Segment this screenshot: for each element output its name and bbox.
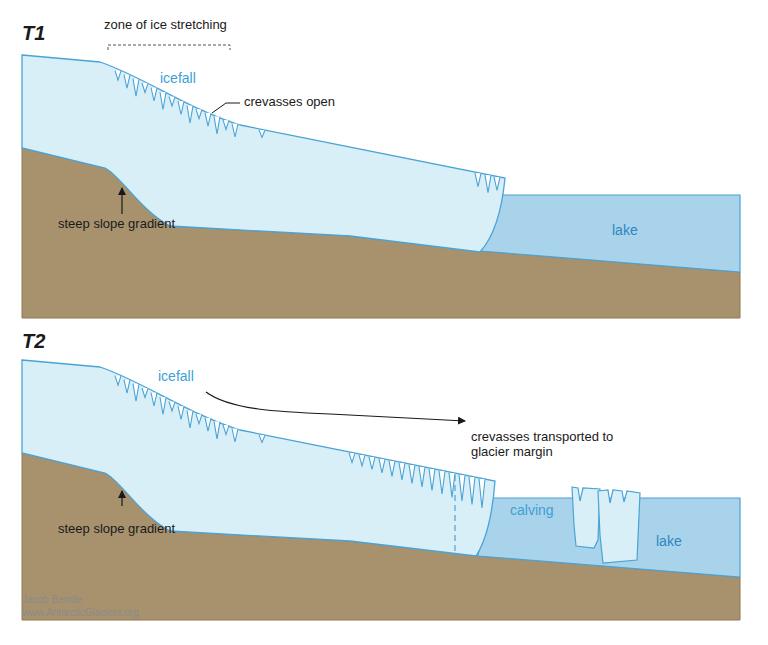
crevasse [115,376,121,386]
crevasse [349,453,355,463]
callout-label: crevasses transported to glacier margin [471,430,646,460]
panel-t1 [22,45,740,318]
crevasse [259,435,265,443]
crevasse [469,477,475,505]
crevasses [115,71,500,193]
crevasse [124,380,130,394]
crevasse [389,461,395,477]
crevasse [379,459,385,473]
crevasse [359,455,365,466]
crevasse [151,88,157,102]
crevasse [214,421,220,439]
panel-t2 [22,360,740,620]
callout-label: crevasses open [244,95,335,110]
crevasse [142,388,148,398]
crevasse [459,475,465,501]
crevasse [160,397,166,415]
leader-arrow [206,392,465,421]
zone-label: zone of ice stretching [104,18,227,33]
crevasse [214,116,220,134]
iceberg [598,490,640,563]
feature-label: icefall [158,368,194,384]
crevasse [115,71,121,81]
crevasse [205,418,211,432]
leader-arrow [121,188,122,214]
crevasse [169,402,175,412]
zone-bracket [108,45,230,50]
crevasse [419,467,425,487]
callout-label: steep slope gradient [58,522,175,537]
crevasse [449,473,455,498]
leader-line [212,103,240,113]
crevasse [160,92,166,110]
crevasse [187,106,193,124]
crevasse [169,97,175,107]
panel-title: T1 [22,22,45,45]
crevasse [399,463,405,480]
iceberg [572,487,600,548]
crevasse [475,173,481,187]
crevasse [178,101,184,115]
feature-label: calving [510,502,554,518]
crevasse [259,130,265,138]
crevasses [115,376,485,508]
calving-crack [454,475,455,557]
crevasse [494,177,500,191]
crevasse [223,120,229,129]
crevasse [187,411,193,429]
crevasse [178,406,184,420]
crevasse [196,414,202,424]
crevasse [133,79,139,97]
crevasse [223,425,229,435]
crevasse [232,429,238,443]
feature-label: lake [612,222,638,238]
crevasse [151,393,157,407]
crevasse [485,175,491,193]
leader-arrow [121,491,122,506]
crevasse [124,75,130,89]
crevasse [232,124,238,138]
callout-label: steep slope gradient [58,217,175,232]
panel-title: T2 [22,330,45,353]
crevasse [429,469,435,491]
feature-label: icefall [160,70,196,86]
crevasse [205,113,211,127]
crevasse [133,384,139,402]
crevasse [479,479,485,508]
crevasse [439,471,445,494]
crevasse [369,457,375,470]
crevasse [142,83,148,93]
crevasse [409,465,415,484]
credit-text: Jacob Bendle [22,594,83,606]
glacier-ice [22,360,495,556]
feature-label: lake [656,533,682,549]
crevasse [196,109,202,119]
glacier-ice [22,55,505,252]
lake-water [480,195,740,272]
credit-text: www.AntarcticGlaciers.org [22,607,139,619]
